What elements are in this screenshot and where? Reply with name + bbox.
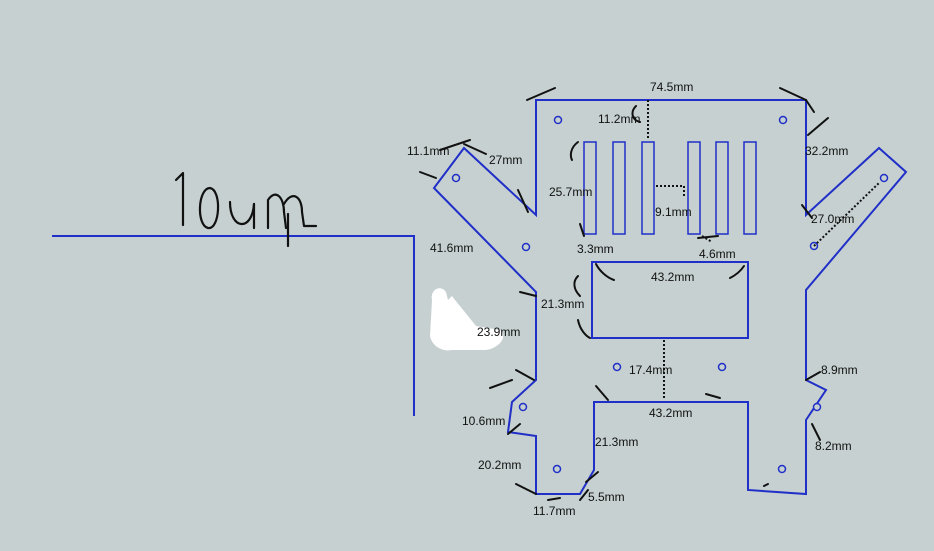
dotted-dimension-lines: [647, 100, 881, 400]
dimension-label: 11.2mm: [598, 112, 640, 126]
dimension-label: 10.6mm: [462, 414, 505, 428]
center-window: [591, 261, 749, 339]
dimension-label: 8.9mm: [821, 363, 858, 377]
dotted-line: [656, 185, 685, 196]
dimension-labels: 74.5mm 11.2mm 32.2mm 11.1mm 27mm 25.7mm …: [407, 80, 858, 518]
dimension-label: 23.9mm: [477, 325, 520, 339]
mounting-hole: [612, 362, 622, 372]
dimension-label: 11.7mm: [533, 504, 575, 518]
dimension-label: 20.2mm: [478, 458, 521, 472]
dimension-label: 27.0mm: [811, 212, 854, 226]
dimension-label: 74.5mm: [650, 80, 693, 94]
dimension-label: 8.2mm: [815, 439, 852, 453]
slot: [715, 141, 729, 235]
slot: [743, 141, 757, 235]
mounting-hole: [518, 402, 528, 412]
dimension-label: 43.2mm: [649, 406, 692, 420]
dimension-label: 9.1mm: [655, 205, 692, 219]
slot: [641, 141, 655, 235]
handwritten-10cm-logo: [174, 171, 318, 248]
dimension-label: 5.5mm: [588, 490, 625, 504]
mounting-hole: [521, 242, 531, 252]
scale-reference-line: [52, 235, 415, 416]
mounting-hole: [778, 115, 788, 125]
mounting-hole: [879, 173, 889, 183]
slot: [612, 141, 626, 235]
dimension-label: 43.2mm: [651, 270, 694, 284]
dimension-label: 27mm: [489, 153, 522, 167]
dimension-label: 32.2mm: [805, 144, 848, 158]
slot: [583, 141, 597, 235]
dimension-label: 21.3mm: [595, 435, 638, 449]
mounting-hole: [777, 464, 787, 474]
mounting-hole: [812, 402, 822, 412]
plate-outline: [432, 99, 908, 496]
mounting-hole: [553, 115, 563, 125]
mounting-hole: [552, 464, 562, 474]
slot: [687, 141, 701, 235]
holes: [451, 115, 889, 474]
dimension-label: 4.6mm: [699, 247, 736, 261]
white-smudge: [430, 288, 504, 351]
dimension-label: 25.7mm: [549, 185, 592, 199]
dimension-label: 17.4mm: [629, 363, 672, 377]
mounting-hole: [717, 362, 727, 372]
dimension-label: 3.3mm: [577, 242, 614, 256]
dimension-label: 41.6mm: [430, 241, 473, 255]
dimension-label: 21.3mm: [541, 297, 584, 311]
dotted-line: [701, 235, 713, 243]
dimension-ticks: [419, 87, 829, 501]
mounting-hole: [451, 173, 461, 183]
slot-group: [583, 141, 757, 235]
dotted-line: [813, 181, 881, 247]
dimension-label: 11.1mm: [407, 144, 449, 158]
